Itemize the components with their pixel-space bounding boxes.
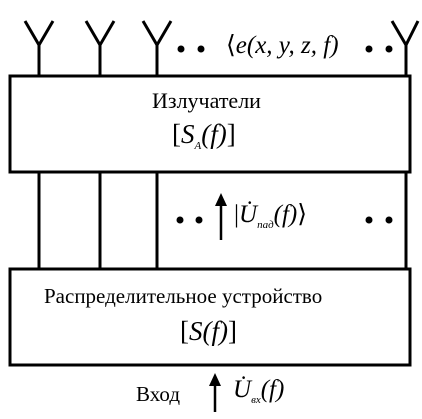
feed-label: |U̇пад(f)⟩ (234, 201, 308, 231)
emitters-block (8, 74, 412, 174)
ellipsis-dot (197, 45, 205, 53)
antenna-element-1 (23, 20, 55, 76)
ellipsis-dot (176, 216, 184, 224)
emitters-matrix: [SA(f)] (172, 119, 236, 152)
ellipsis-dot (385, 45, 393, 53)
antenna-element-2 (84, 20, 116, 76)
ellipsis-dot (385, 216, 393, 224)
input-label: Вход (136, 382, 181, 406)
field-label: ⟨e(x, y, z, f) (226, 32, 339, 59)
distribution-title: Распределительное устройство (44, 284, 323, 308)
ellipsis-dot (195, 216, 203, 224)
feed-arrow (215, 193, 227, 240)
distribution-block (8, 267, 412, 367)
input-arrow (209, 373, 221, 412)
antenna-element-3 (141, 20, 173, 76)
ellipsis-dot (365, 45, 373, 53)
feed-lines (37, 172, 408, 269)
antenna-element-4 (390, 20, 420, 76)
ellipsis-dot (177, 45, 185, 53)
emitters-title: Излучатели (152, 88, 261, 113)
distribution-matrix: [S(f)] (180, 316, 237, 346)
input-signal: U̇вх(f) (233, 376, 285, 406)
ellipsis-dot (365, 216, 373, 224)
